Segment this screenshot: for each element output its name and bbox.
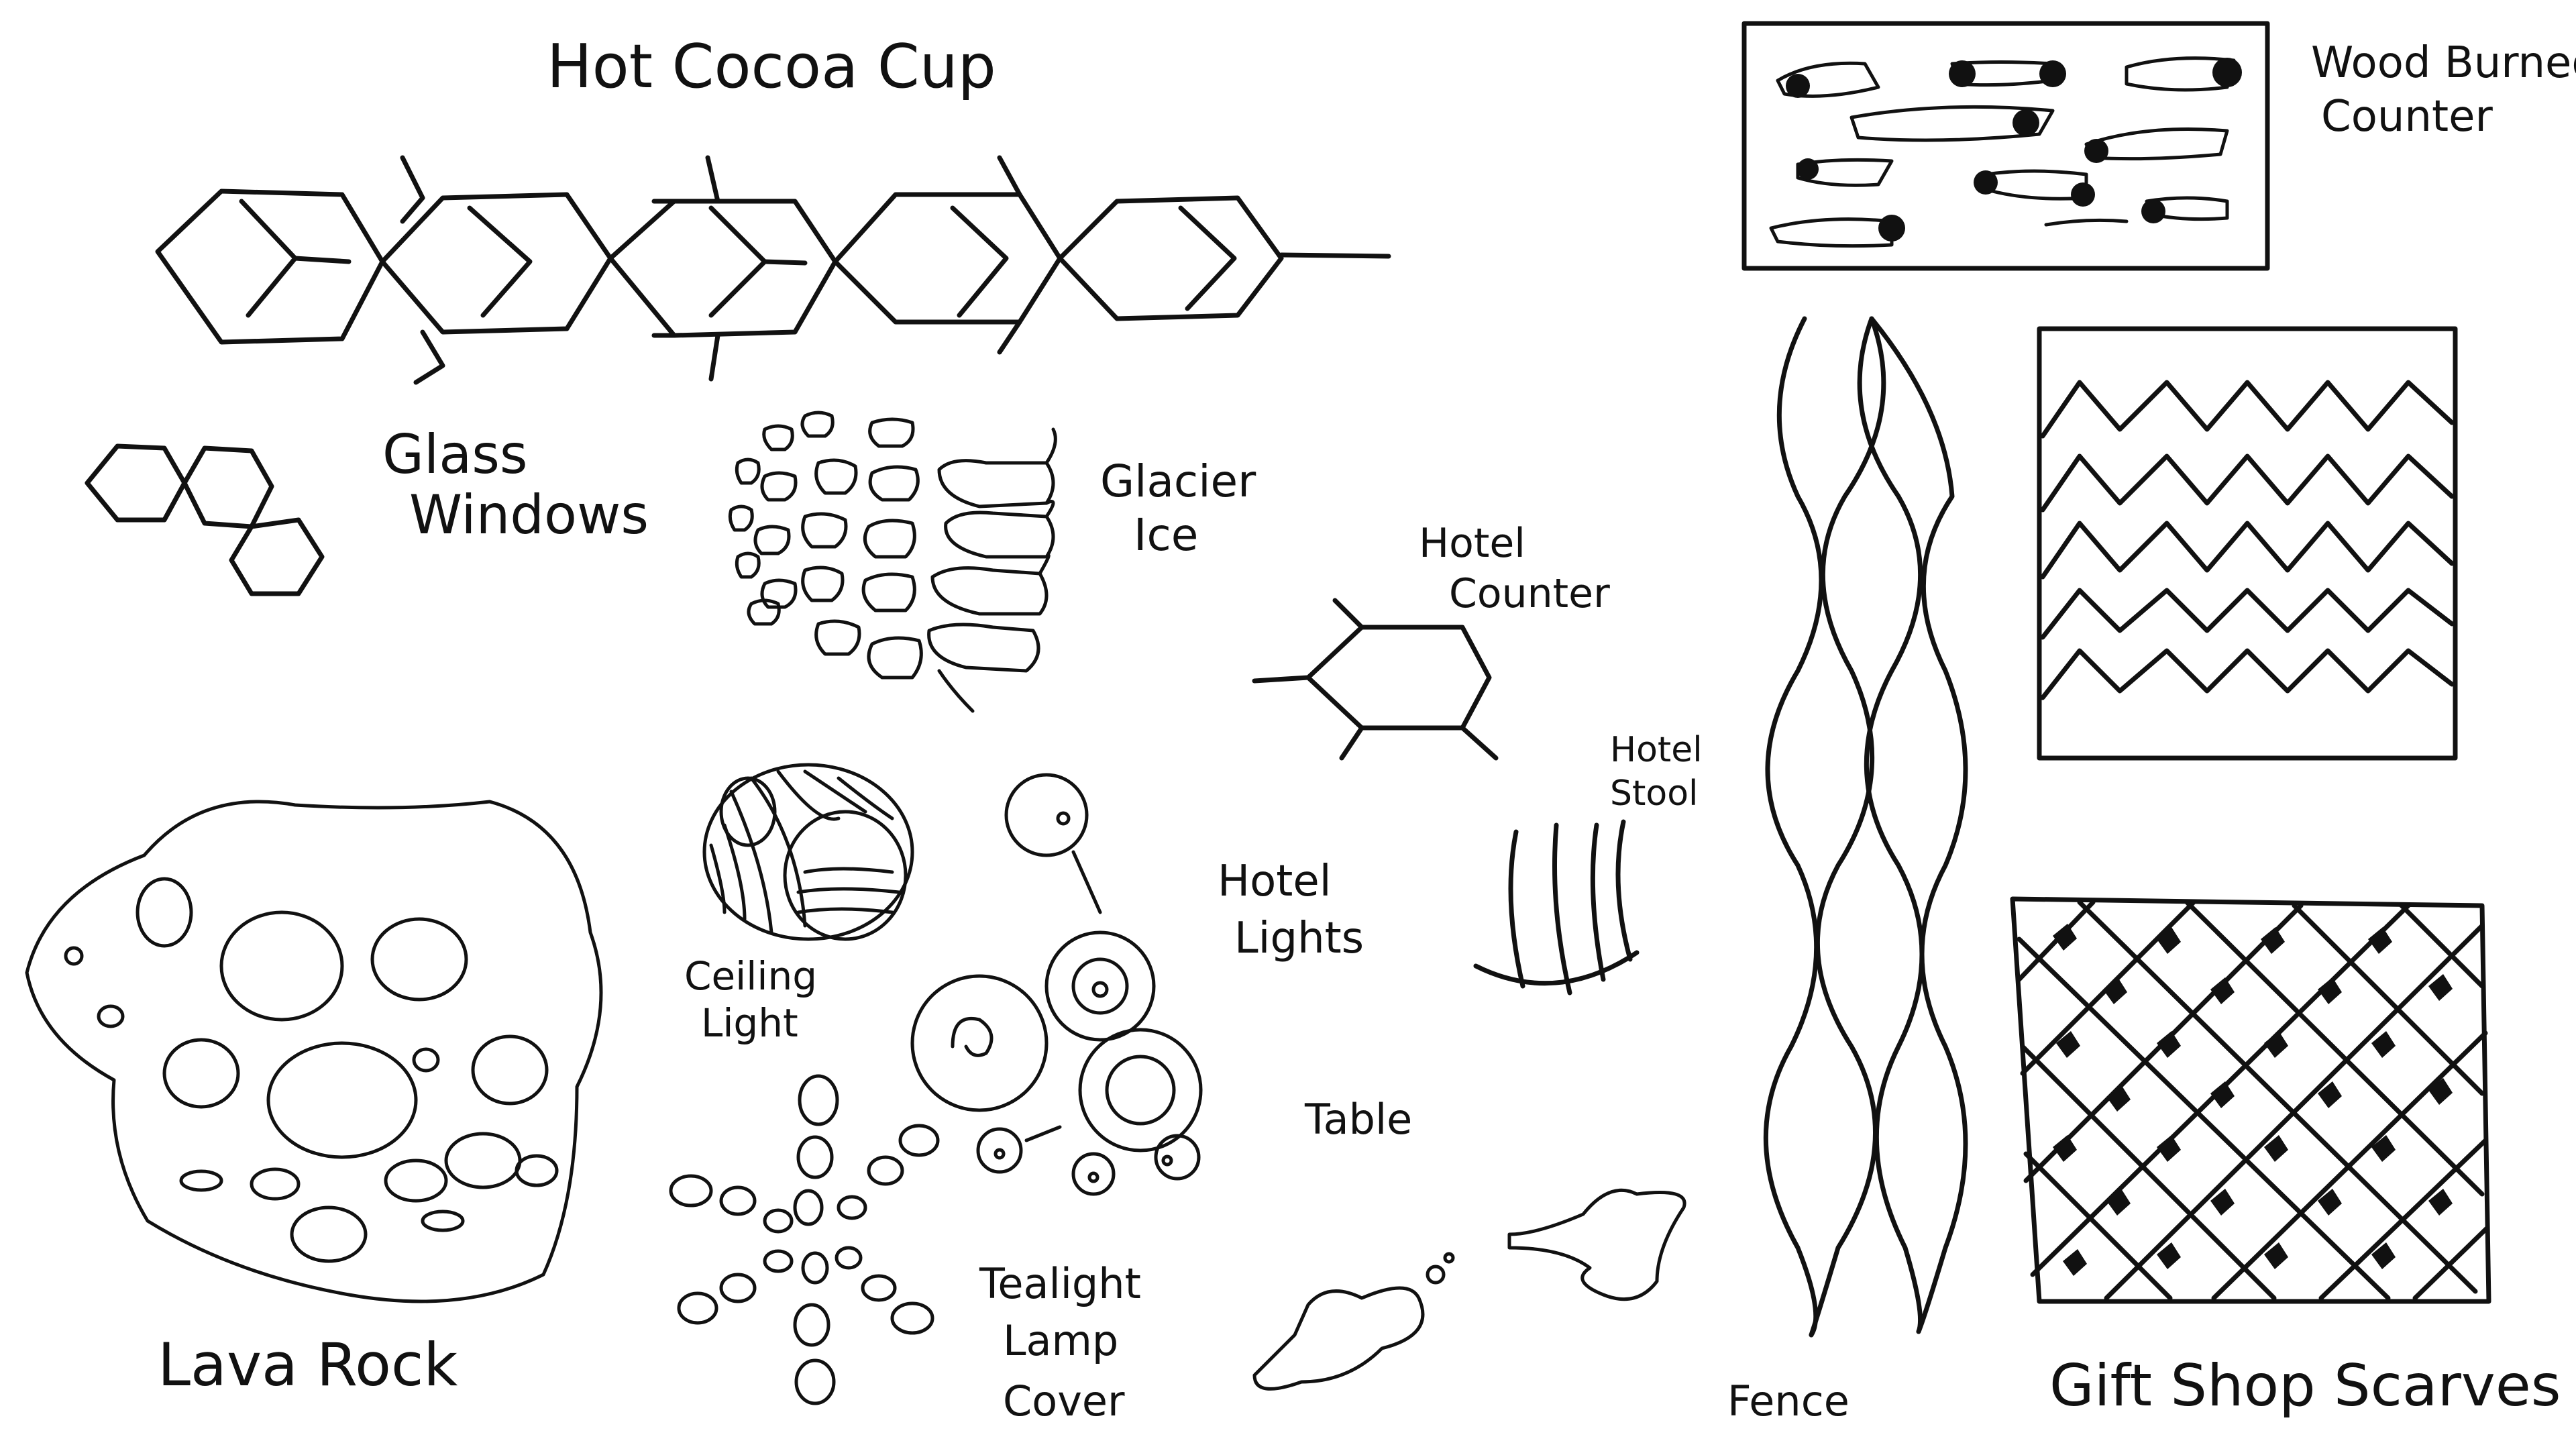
glacier-label: Glacier [1100, 455, 1256, 507]
table-label: Table [1304, 1095, 1412, 1144]
hot-cocoa-cup-label: Hot Cocoa Cup [547, 32, 996, 102]
hotel-counter-label-line1: Hotel [1419, 520, 1525, 567]
hotel-lights-label-line1: Hotel [1218, 857, 1332, 906]
hotel-lights-pattern: Hotel Lights [910, 773, 1364, 1196]
hotel-stool-label-line2: Stool [1610, 773, 1698, 814]
hotel-counter-label-line2: Counter [1449, 570, 1610, 617]
ice-label: Ice [1134, 509, 1198, 561]
ceiling-light-label: Light [701, 1000, 798, 1046]
glass-windows-pattern: Glass Windows [85, 423, 649, 596]
ceiling-label: Ceiling [684, 953, 817, 999]
gift-shop-scarves-label: Gift Shop Scarves [2049, 1352, 2561, 1419]
cover-label: Cover [1003, 1377, 1125, 1426]
fence-label: Fence [1727, 1377, 1849, 1426]
hot-cocoa-cup-pattern: Hot Cocoa Cup [155, 32, 1391, 385]
hotel-lights-label-line2: Lights [1234, 914, 1364, 963]
wood-burned-counter-pattern: Wood Burned Counter [1741, 21, 2576, 271]
table-pattern: Table [1252, 1095, 1686, 1391]
fence-pattern: Fence [1727, 316, 1968, 1426]
lava-rock-label: Lava Rock [158, 1330, 458, 1399]
zigzag-pattern [2037, 326, 2458, 761]
lamp-label: Lamp [1003, 1316, 1118, 1365]
hotel-stool-pattern: Hotel Stool [1473, 730, 1703, 996]
glacier-ice-pattern: Glacier Ice [728, 411, 1256, 713]
lava-rock-pattern: Lava Rock [25, 800, 603, 1399]
windows-label: Windows [409, 484, 649, 546]
wood-burned-label: Wood Burned [2311, 38, 2576, 88]
ceiling-light-pattern: Ceiling Light [684, 763, 914, 1046]
tealight-label: Tealight [979, 1259, 1141, 1308]
counter-label: Counter [2321, 92, 2493, 142]
gift-shop-scarves-pattern: Gift Shop Scarves [2010, 896, 2561, 1419]
hotel-counter-pattern: Hotel Counter [1252, 520, 1610, 761]
tealight-lamp-cover-pattern: Tealight Lamp Cover [669, 1074, 1141, 1426]
glass-label: Glass [382, 423, 528, 486]
hotel-stool-label-line1: Hotel [1610, 730, 1703, 770]
